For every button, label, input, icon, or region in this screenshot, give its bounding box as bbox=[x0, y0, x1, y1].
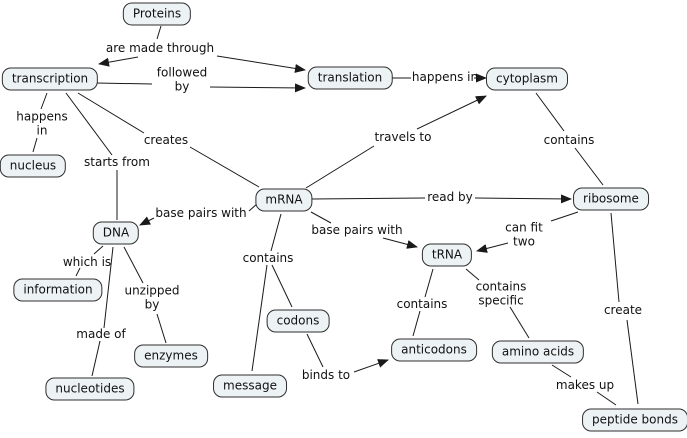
edge-happens-in-nuc-to-nucleus bbox=[32, 137, 38, 153]
edge-contains-specific-to-amino-acids bbox=[509, 306, 530, 339]
edge-mrna-to-contains bbox=[270, 213, 282, 252]
node-peptide-bonds[interactable]: peptide bonds bbox=[582, 408, 687, 432]
link-label-followed-by[interactable]: followed by bbox=[156, 65, 208, 94]
link-label-makes-up[interactable]: makes up bbox=[555, 377, 615, 392]
edge-binds-to-to-anticodons bbox=[353, 359, 389, 373]
link-label-contains-ribosome[interactable]: contains bbox=[543, 132, 595, 147]
link-label-are-made-through[interactable]: are made through bbox=[105, 40, 215, 55]
node-cytoplasm[interactable]: cytoplasm bbox=[486, 67, 568, 91]
edge-dna-to-made-of bbox=[103, 246, 114, 329]
edge-bpw-trna-to-trna bbox=[382, 237, 418, 249]
node-mrna[interactable]: mRNA bbox=[255, 188, 313, 212]
edge-made-of-to-nucleotides bbox=[91, 340, 101, 377]
node-anticodons[interactable]: anticodons bbox=[391, 338, 477, 362]
edge-unzipped-by-to-enzymes bbox=[156, 313, 167, 344]
link-label-contains-codons[interactable]: contains bbox=[242, 250, 294, 265]
link-label-base-pairs-with-trna[interactable]: base pairs with bbox=[311, 222, 403, 237]
link-label-binds-to[interactable]: binds to bbox=[301, 367, 351, 382]
edge-trna-to-contains-anti bbox=[424, 268, 434, 298]
link-label-creates[interactable]: creates bbox=[143, 132, 189, 147]
edge-trna-to-contains-specific bbox=[465, 268, 480, 281]
edge-proteins-to-are-made-through bbox=[156, 25, 162, 40]
link-label-which-is[interactable]: which is bbox=[62, 254, 112, 269]
edge-contains-to-ribosome bbox=[574, 147, 604, 186]
edge-dna-to-unzipped-by bbox=[123, 246, 144, 284]
edge-followed-by-to-translation bbox=[209, 83, 306, 93]
edge-contains-to-codons bbox=[271, 264, 293, 308]
link-label-base-pairs-with-dna[interactable]: base pairs with bbox=[155, 205, 247, 220]
link-label-can-fit-two[interactable]: can fit two bbox=[505, 220, 543, 249]
edge-create-to-peptide-bonds bbox=[626, 319, 639, 405]
link-label-starts-from[interactable]: starts from bbox=[84, 154, 150, 169]
edge-codons-to-binds-to bbox=[306, 333, 324, 368]
node-proteins[interactable]: Proteins bbox=[122, 2, 192, 26]
node-nucleus[interactable]: nucleus bbox=[0, 154, 67, 178]
node-codons[interactable]: codons bbox=[266, 309, 330, 333]
edge-ribosome-to-create bbox=[610, 212, 620, 303]
node-amino-acids[interactable]: amino acids bbox=[491, 340, 585, 364]
link-label-travels-to[interactable]: travels to bbox=[374, 129, 432, 144]
edge-makes-up-to-peptide-bonds bbox=[596, 391, 617, 406]
node-translation[interactable]: translation bbox=[307, 66, 393, 90]
edge-transcription-to-creates bbox=[77, 92, 145, 134]
node-transcription[interactable]: transcription bbox=[1, 67, 99, 91]
link-label-unzipped-by[interactable]: unzipped by bbox=[124, 283, 180, 312]
edge-two-to-trna bbox=[476, 242, 509, 253]
link-label-contains-anticodons[interactable]: contains bbox=[396, 296, 448, 311]
node-trna[interactable]: tRNA bbox=[421, 243, 473, 267]
node-nucleotides[interactable]: nucleotides bbox=[45, 377, 135, 401]
edge-transcription-to-followed-by bbox=[95, 82, 153, 85]
edge-which-is-to-information bbox=[75, 267, 81, 277]
node-message[interactable]: message bbox=[213, 374, 287, 398]
edge-ribosome-to-can-fit bbox=[550, 211, 579, 222]
link-label-happens-in-nucleus[interactable]: happens in bbox=[16, 109, 68, 138]
link-label-made-of[interactable]: made of bbox=[76, 326, 126, 341]
edge-mrna-to-read-by bbox=[311, 197, 426, 200]
edge-transcription-to-starts-from bbox=[65, 92, 113, 156]
edge-read-by-to-ribosome bbox=[474, 194, 572, 204]
edge-are-made-through-to-translation bbox=[216, 55, 306, 73]
link-label-happens-in-cytoplasm[interactable]: happens in bbox=[411, 69, 479, 84]
edge-cytoplasm-to-contains bbox=[535, 92, 565, 132]
node-dna[interactable]: DNA bbox=[92, 221, 140, 245]
edge-amino-acids-to-makes-up bbox=[551, 364, 572, 378]
node-enzymes[interactable]: enzymes bbox=[134, 344, 208, 368]
edge-dna-to-which-is bbox=[93, 245, 104, 255]
node-information[interactable]: information bbox=[13, 278, 103, 302]
edge-mrna-to-travels-to bbox=[305, 145, 375, 189]
edge-contains-to-message bbox=[251, 264, 268, 372]
link-label-read-by[interactable]: read by bbox=[427, 189, 473, 204]
link-label-contains-specific[interactable]: contains specific bbox=[475, 279, 527, 308]
edge-are-made-through-to-transcription bbox=[98, 56, 139, 67]
edge-contains-anti-to-anticodons bbox=[412, 310, 421, 337]
edge-mrna-to-bpw-trna bbox=[310, 211, 332, 224]
edge-transcription-to-happens-in-nuc bbox=[40, 92, 48, 110]
edge-creates-to-mrna bbox=[189, 146, 260, 188]
node-ribosome[interactable]: ribosome bbox=[573, 187, 649, 211]
link-label-create[interactable]: create bbox=[603, 302, 643, 317]
edge-bpw-dna-to-dna bbox=[139, 216, 155, 226]
edge-travels-to-to-cytoplasm bbox=[416, 95, 487, 130]
